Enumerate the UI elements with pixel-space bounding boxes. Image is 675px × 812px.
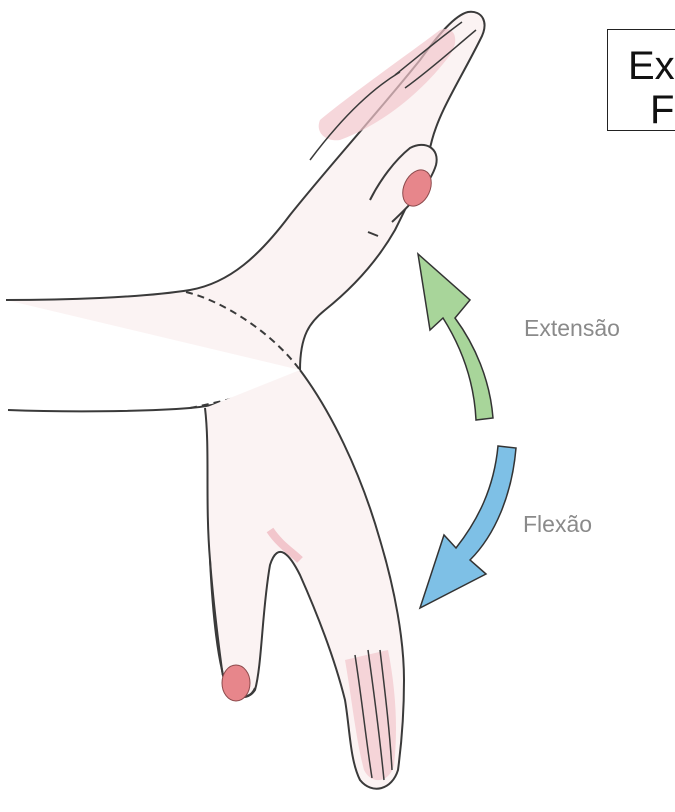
extension-arrow	[418, 254, 493, 420]
extended-hand	[6, 12, 484, 412]
flexed-hand	[205, 370, 404, 789]
extension-label: Extensão	[524, 315, 620, 342]
flexion-arrow	[420, 446, 516, 608]
caption-line-2: F	[650, 90, 674, 130]
caption-box: Ex F	[607, 29, 675, 131]
thumbnail-lower	[222, 665, 250, 701]
flexion-label: Flexão	[523, 511, 592, 538]
caption-line-1: Ex	[628, 46, 675, 86]
